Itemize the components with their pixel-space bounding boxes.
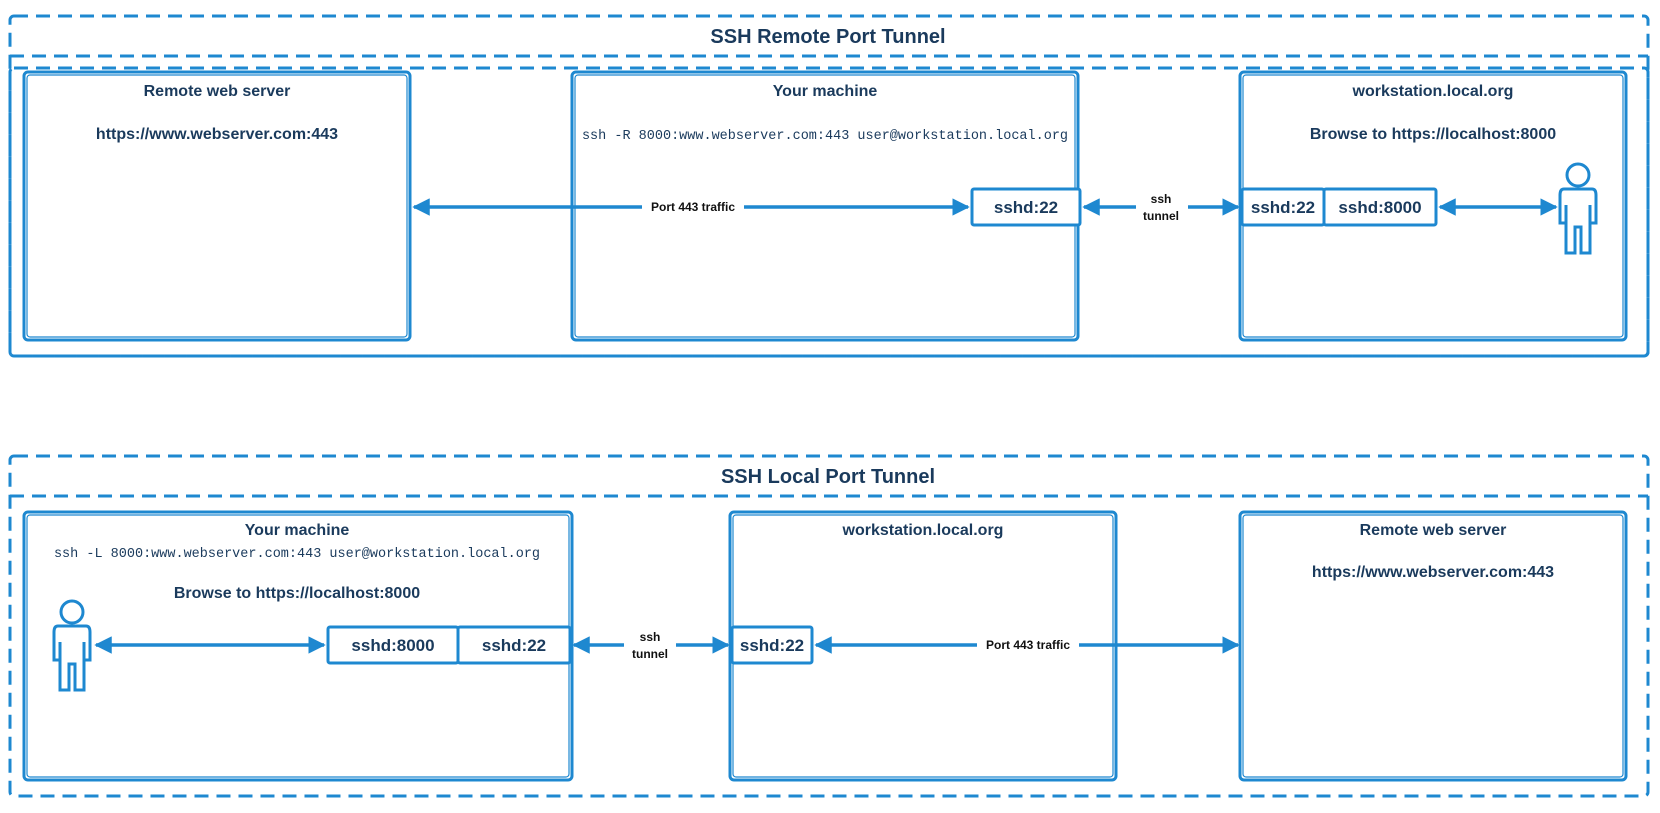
remote-workstation-sshd8000-port: sshd:8000 — [1322, 187, 1438, 227]
local-ssh-command: ssh -L 8000:www.webserver.com:443 user@w… — [54, 547, 540, 562]
local-machine-sshd22-port: sshd:22 — [456, 625, 572, 665]
remote-ssh-command: ssh -R 8000:www.webserver.com:443 user@w… — [582, 129, 1068, 144]
svg-text:sshd:22: sshd:22 — [482, 636, 546, 655]
remote-workstation-box: workstation.local.org Browse to https://… — [1238, 70, 1628, 342]
local-tunnel-section: SSH Local Port Tunnel Your machine ssh -… — [8, 454, 1650, 798]
remote-traffic-label: Port 443 traffic — [651, 200, 735, 214]
remote-webserver-title: Remote web server — [144, 83, 291, 100]
remote-tunnel-label-tunnel: tunnel — [1143, 209, 1179, 223]
local-traffic-label: Port 443 traffic — [986, 638, 1070, 652]
svg-text:sshd:22: sshd:22 — [740, 636, 804, 655]
remote-webserver-url: https://www.webserver.com:443 — [96, 126, 338, 143]
local-webserver-title: Remote web server — [1360, 522, 1507, 539]
svg-text:sshd:22: sshd:22 — [1251, 198, 1315, 217]
svg-text:sshd:22: sshd:22 — [994, 198, 1058, 217]
remote-tunnel-section: SSH Remote Port Tunnel Remote web server… — [8, 14, 1650, 358]
local-tunnel-label-ssh: ssh — [640, 630, 661, 644]
remote-section-frame — [8, 14, 1650, 358]
local-section-title: SSH Local Port Tunnel — [721, 466, 935, 488]
svg-text:sshd:8000: sshd:8000 — [351, 636, 434, 655]
local-browse-text: Browse to https://localhost:8000 — [174, 585, 420, 602]
local-machine-sshd8000-port: sshd:8000 — [326, 625, 460, 665]
remote-webserver-box: Remote web server https://www.webserver.… — [22, 70, 412, 342]
remote-tunnel-label-ssh: ssh — [1151, 192, 1172, 206]
remote-workstation-sshd22-port: sshd:22 — [1240, 187, 1326, 227]
remote-machine-title: Your machine — [773, 83, 878, 100]
remote-machine-sshd22-port: sshd:22 — [970, 187, 1082, 227]
remote-inner-frame — [8, 66, 1650, 358]
local-machine-title: Your machine — [245, 522, 350, 539]
svg-text:sshd:8000: sshd:8000 — [1338, 198, 1421, 217]
local-webserver-box: Remote web server https://www.webserver.… — [1238, 510, 1628, 782]
remote-browse-text: Browse to https://localhost:8000 — [1310, 126, 1556, 143]
remote-section-title: SSH Remote Port Tunnel — [710, 26, 945, 48]
local-tunnel-label-tunnel: tunnel — [632, 647, 668, 661]
remote-workstation-title: workstation.local.org — [1352, 83, 1514, 100]
local-workstation-sshd22-port: sshd:22 — [730, 625, 814, 665]
local-workstation-title: workstation.local.org — [842, 522, 1004, 539]
local-webserver-url: https://www.webserver.com:443 — [1312, 564, 1554, 581]
local-section-frame — [8, 454, 1650, 798]
